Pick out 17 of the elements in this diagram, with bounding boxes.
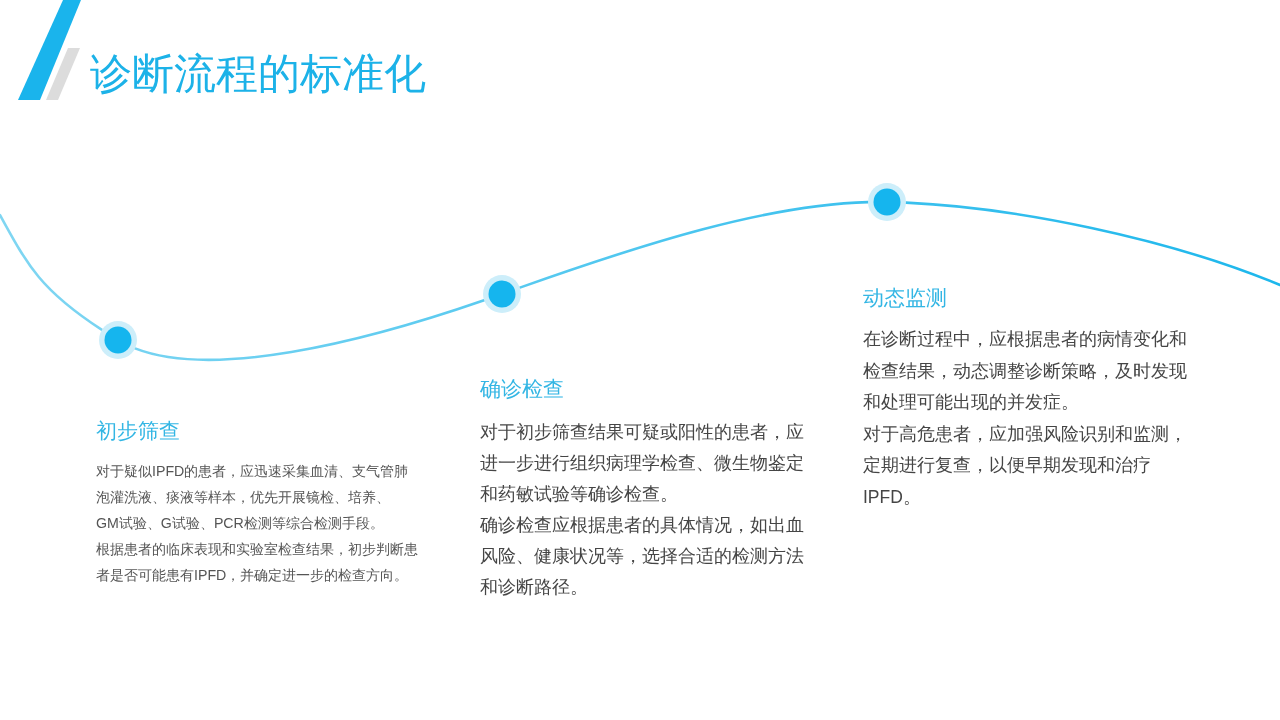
step-description: 对于高危患者，应加强风险识别和监测，定期进行复查，以便早期发现和治疗IPFD。 [863, 422, 1188, 509]
step-description: 对于初步筛查结果可疑或阳性的患者，应进一步进行组织病理学检查、微生物鉴定和药敏试验等确诊检查。 [480, 420, 805, 506]
step-description: 对于疑似IPFD的患者，应迅速采集血清、支气管肺泡灌洗液、痰液等样本，优先开展镜检、培养、GM试验、G试验、PCR检测等综合检测手段。 [96, 462, 409, 533]
step-heading: 确诊检查 [480, 376, 564, 402]
timeline-dot [483, 275, 521, 313]
curve-line [0, 213, 104, 332]
step-description: 确诊检查应根据患者的具体情况，如出血风险、健康状况等，选择合适的检测方法和诊断路径。 [480, 513, 805, 599]
timeline-dot [99, 321, 137, 359]
step-description: 在诊断过程中，应根据患者的病情变化和检查结果，动态调整诊断策略，及时发现和处理可能出现的并发症。 [863, 328, 1188, 415]
title: 诊断流程的标准化 [90, 49, 426, 99]
curve-line [904, 201, 1280, 287]
timeline-dot [868, 183, 906, 221]
curve-line [518, 200, 870, 289]
step-heading: 动态监测 [863, 285, 947, 311]
curve-line [133, 299, 486, 362]
step-heading: 初步筛查 [96, 418, 180, 444]
step-description: 根据患者的临床表现和实验室检查结果，初步判断患者是否可能患有IPFD，并确定进一步的检查方向。 [96, 540, 419, 585]
